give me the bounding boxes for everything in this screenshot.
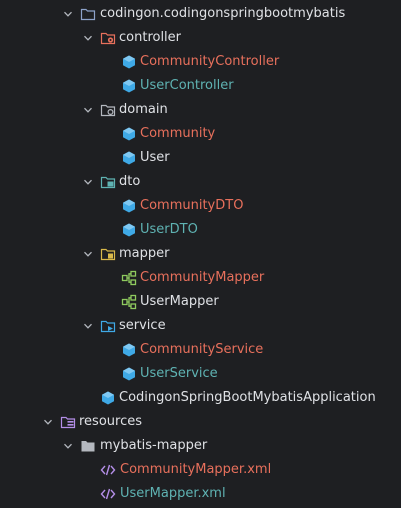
folder-label: resources: [79, 414, 143, 429]
service-folder-icon: [100, 318, 116, 334]
controller-folder-icon: [100, 30, 116, 46]
mapper-folder-icon: [100, 246, 116, 262]
file-label: CommunityMapper.xml: [120, 462, 272, 477]
chevron-down-icon[interactable]: [82, 170, 94, 194]
file-label: UserController: [140, 78, 234, 93]
file-label: UserMapper: [140, 294, 219, 309]
class-icon: [121, 342, 137, 358]
tree-row-user[interactable]: User: [0, 146, 401, 170]
resources-folder-icon: [60, 414, 76, 430]
tree-row-user-mapper[interactable]: UserMapper: [0, 290, 401, 314]
tree-row-user-controller[interactable]: UserController: [0, 74, 401, 98]
tree-row-community-mapper-xml[interactable]: CommunityMapper.xml: [0, 458, 401, 482]
folder-label: service: [119, 318, 166, 333]
tree-row-community-mapper[interactable]: CommunityMapper: [0, 266, 401, 290]
tree-row-service[interactable]: service: [0, 314, 401, 338]
file-label: User: [140, 150, 170, 165]
class-icon: [121, 222, 137, 238]
tree-row-community-service[interactable]: CommunityService: [0, 338, 401, 362]
file-label: CommunityService: [140, 342, 264, 357]
folder-label: dto: [119, 174, 141, 189]
xml-file-icon: [100, 486, 116, 502]
file-label: Community: [140, 126, 216, 141]
tree-row-community-dto[interactable]: CommunityDTO: [0, 194, 401, 218]
file-label: UserService: [140, 366, 218, 381]
chevron-down-icon[interactable]: [82, 314, 94, 338]
file-label: CommunityController: [140, 54, 280, 69]
tree-row-community[interactable]: Community: [0, 122, 401, 146]
file-label: UserDTO: [140, 222, 198, 237]
class-icon: [121, 198, 137, 214]
interface-icon: [121, 294, 137, 310]
folder-label: domain: [119, 102, 168, 117]
xml-file-icon: [100, 462, 116, 478]
tree-row-application[interactable]: CodingonSpringBootMybatisApplication: [0, 386, 401, 410]
class-icon: [121, 150, 137, 166]
chevron-down-icon[interactable]: [42, 410, 54, 434]
folder-label: controller: [119, 30, 182, 45]
class-icon: [100, 390, 116, 406]
interface-icon: [121, 270, 137, 286]
chevron-down-icon[interactable]: [82, 98, 94, 122]
tree-row-domain[interactable]: domain: [0, 98, 401, 122]
file-label: CommunityDTO: [140, 198, 244, 213]
file-label: UserMapper.xml: [120, 486, 226, 501]
class-icon: [121, 366, 137, 382]
folder-label: mybatis-mapper: [100, 438, 208, 453]
tree-row-mybatis-mapper[interactable]: mybatis-mapper: [0, 434, 401, 458]
domain-folder-icon: [100, 102, 116, 118]
tree-row-dto[interactable]: dto: [0, 170, 401, 194]
chevron-down-icon[interactable]: [82, 242, 94, 266]
tree-row-user-service[interactable]: UserService: [0, 362, 401, 386]
tree-row-mapper[interactable]: mapper: [0, 242, 401, 266]
tree-row-community-controller[interactable]: CommunityController: [0, 50, 401, 74]
tree-row-resources[interactable]: resources: [0, 410, 401, 434]
tree-row-controller[interactable]: controller: [0, 26, 401, 50]
package-label: codingon.codingonspringbootmybatis: [100, 6, 346, 21]
tree-row-user-dto[interactable]: UserDTO: [0, 218, 401, 242]
file-label: CodingonSpringBootMybatisApplication: [119, 390, 376, 405]
dto-folder-icon: [100, 174, 116, 190]
file-label: CommunityMapper: [140, 270, 265, 285]
chevron-down-icon[interactable]: [62, 434, 74, 458]
package-folder-icon: [80, 6, 96, 22]
folder-icon: [80, 438, 96, 454]
class-icon: [121, 54, 137, 70]
tree-row-root-package[interactable]: codingon.codingonspringbootmybatis: [0, 2, 401, 26]
class-icon: [121, 78, 137, 94]
class-icon: [121, 126, 137, 142]
chevron-down-icon[interactable]: [82, 26, 94, 50]
folder-label: mapper: [119, 246, 170, 261]
chevron-down-icon[interactable]: [62, 2, 74, 26]
tree-row-user-mapper-xml[interactable]: UserMapper.xml: [0, 482, 401, 506]
